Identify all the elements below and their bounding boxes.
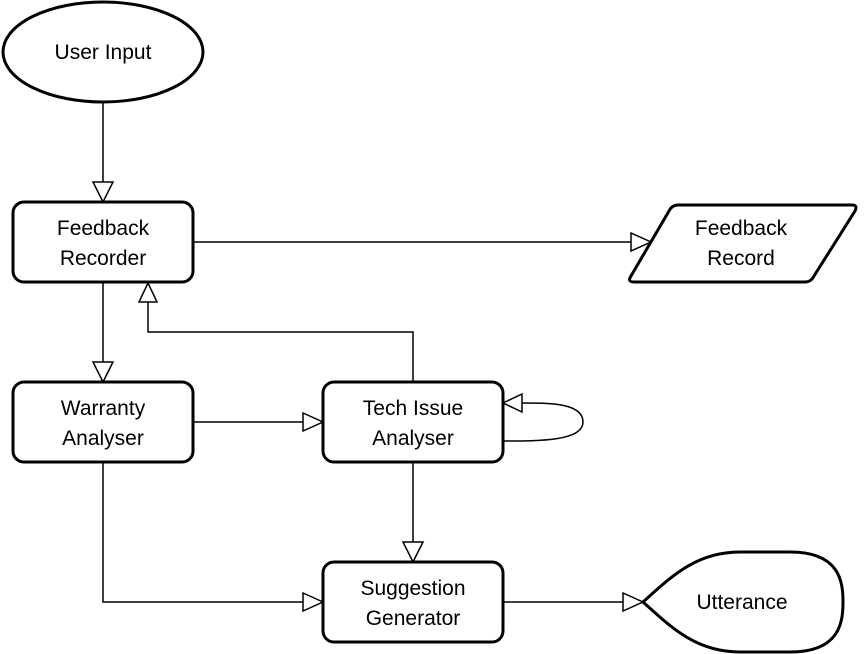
arrowhead-suggestion-left	[302, 591, 325, 613]
display-shape	[640, 550, 845, 654]
node-label-line-2: Generator	[366, 607, 461, 630]
node-utterance: Utterance	[640, 550, 845, 654]
process-box	[321, 560, 505, 644]
arrowhead-suggestion-top	[401, 541, 425, 564]
node-label-line-2: Recorder	[60, 247, 146, 270]
edge-warranty-to-suggestion	[102, 462, 303, 603]
node-feedback-recorder: Feedback Recorder	[11, 200, 195, 284]
edge-tech-issue-to-feedback-recorder	[147, 302, 414, 382]
arrowhead-warranty-analyser-top	[91, 361, 115, 384]
node-label: User Input	[55, 41, 152, 64]
node-label: Utterance	[696, 591, 787, 614]
node-feedback-record: Feedback Record	[628, 203, 858, 284]
node-label-line-1: Feedback	[57, 217, 150, 240]
node-label-line-2: Record	[707, 247, 775, 270]
arrowhead-tech-issue-left	[302, 411, 325, 433]
node-warranty-analyser: Warranty Analyser	[11, 380, 195, 464]
node-suggestion-generator: Suggestion Generator	[321, 560, 505, 644]
arrowhead-feedback-recorder-bottom	[137, 281, 159, 303]
arrowhead-utterance	[622, 591, 645, 613]
arrowhead-feedback-recorder-top	[91, 181, 115, 204]
arrowhead-tech-issue-self-loop	[501, 392, 523, 414]
node-label-line-1: Feedback	[695, 217, 788, 240]
data-parallelogram	[628, 203, 858, 284]
node-tech-issue-analyser: Tech Issue Analyser	[321, 380, 505, 464]
node-label-line-1: Suggestion	[360, 577, 465, 600]
node-label-line-2: Analyser	[372, 427, 454, 450]
edge-tech-issue-self-loop	[502, 402, 584, 442]
process-box	[11, 380, 195, 464]
node-user-input: User Input	[1, 0, 205, 104]
arrowhead-feedback-record	[630, 231, 653, 253]
node-label-line-1: Tech Issue	[363, 397, 463, 420]
process-box	[321, 380, 505, 464]
process-box	[11, 200, 195, 284]
node-label-line-1: Warranty	[61, 397, 146, 420]
terminal-ellipse	[1, 0, 205, 104]
edges	[91, 103, 653, 613]
node-label-line-2: Analyser	[62, 427, 144, 450]
